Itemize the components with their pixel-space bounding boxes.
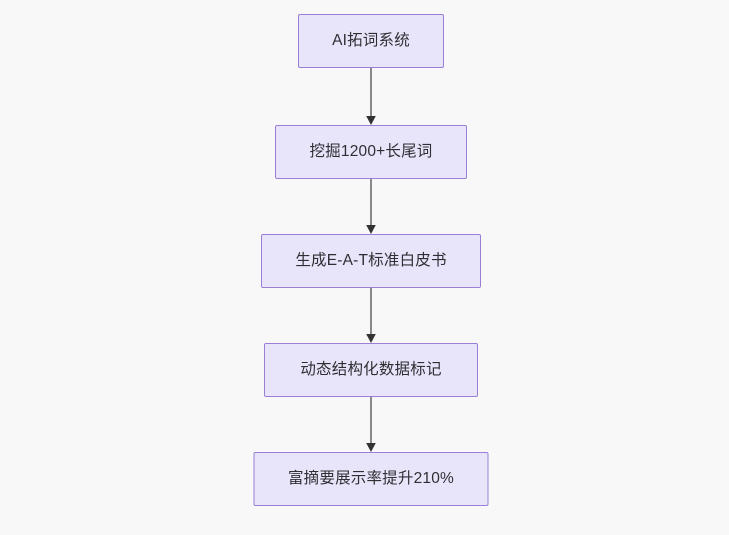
- arrowhead-icon: [366, 334, 376, 343]
- flow-node-n2[interactable]: 挖掘1200+长尾词: [275, 125, 467, 179]
- flow-node-n3[interactable]: 生成E-A-T标准白皮书: [261, 234, 481, 288]
- flow-node-n1[interactable]: AI拓词系统: [298, 14, 444, 68]
- flow-edge-2: [364, 179, 378, 234]
- flow-node-n4[interactable]: 动态结构化数据标记: [264, 343, 478, 397]
- arrowhead-icon: [366, 116, 376, 125]
- arrowhead-icon: [366, 443, 376, 452]
- arrowhead-icon: [366, 225, 376, 234]
- flow-node-label: 挖掘1200+长尾词: [309, 143, 433, 161]
- flow-edge-1: [364, 68, 378, 125]
- flow-edge-4: [364, 397, 378, 452]
- flow-edge-3: [364, 288, 378, 343]
- flow-node-n5[interactable]: 富摘要展示率提升210%: [253, 452, 489, 506]
- flow-node-label: 生成E-A-T标准白皮书: [295, 252, 447, 270]
- flow-node-label: AI拓词系统: [332, 32, 410, 50]
- flow-node-label: 富摘要展示率提升210%: [287, 470, 455, 488]
- flow-node-label: 动态结构化数据标记: [300, 361, 442, 379]
